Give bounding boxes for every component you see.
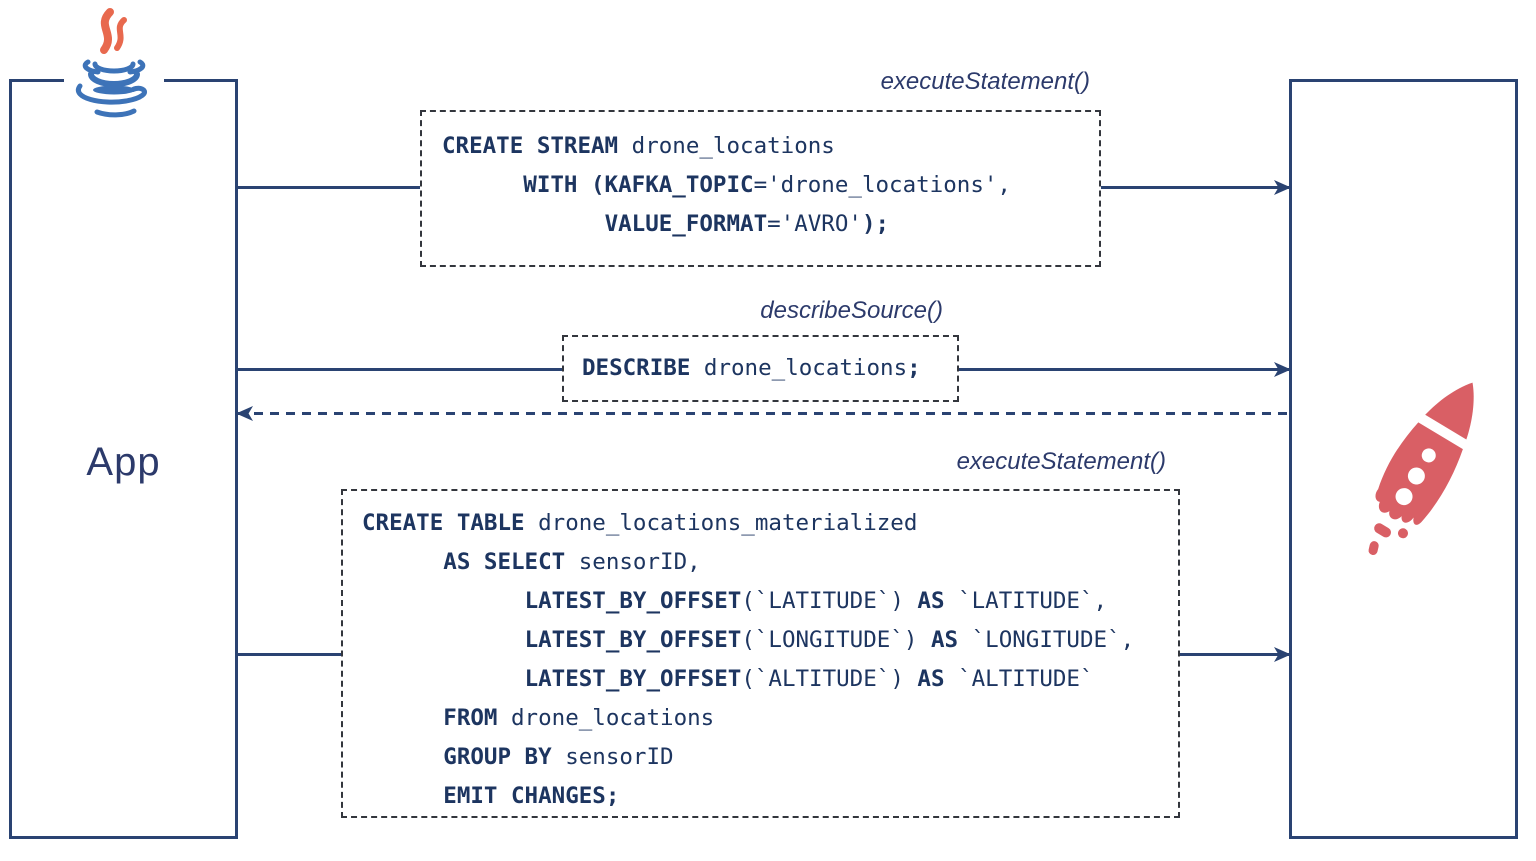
code-line: CREATE STREAM drone_locations	[442, 133, 835, 159]
describe-statement-box: DESCRIBE drone_locations;	[562, 335, 959, 402]
code-line: LATEST_BY_OFFSET(`LATITUDE`) AS `LATITUD…	[524, 588, 1108, 614]
message-label-execute-statement-1: executeStatement()	[880, 68, 1090, 95]
message-label-describe-source: describeSource()	[760, 297, 943, 324]
app-actor-label: App	[86, 440, 161, 484]
code-line: WITH (KAFKA_TOPIC='drone_locations',	[523, 172, 1011, 198]
code-line: DESCRIBE drone_locations;	[582, 355, 921, 381]
code-line: CREATE TABLE drone_locations_materialize…	[362, 510, 918, 536]
rocket-icon	[1352, 360, 1488, 580]
message-label-execute-statement-2: executeStatement()	[956, 448, 1166, 475]
create-stream-statement-box: CREATE STREAM drone_locations WITH (KAFK…	[420, 110, 1101, 267]
code-line: EMIT CHANGES;	[443, 783, 620, 809]
code-line: LATEST_BY_OFFSET(`ALTITUDE`) AS `ALTITUD…	[524, 666, 1094, 692]
code-line: VALUE_FORMAT='AVRO');	[604, 211, 890, 237]
arrowhead-left-icon	[236, 406, 253, 421]
return-response-arrow	[236, 406, 1289, 421]
app-actor-box	[9, 79, 238, 839]
create-table-statement-box: CREATE TABLE drone_locations_materialize…	[341, 489, 1180, 818]
code-line: GROUP BY sensorID	[443, 744, 674, 770]
code-line: LATEST_BY_OFFSET(`LONGITUDE`) AS `LONGIT…	[524, 627, 1135, 653]
code-line: FROM drone_locations	[443, 705, 715, 731]
java-logo-icon	[58, 4, 170, 126]
code-line: AS SELECT sensorID,	[443, 549, 701, 575]
